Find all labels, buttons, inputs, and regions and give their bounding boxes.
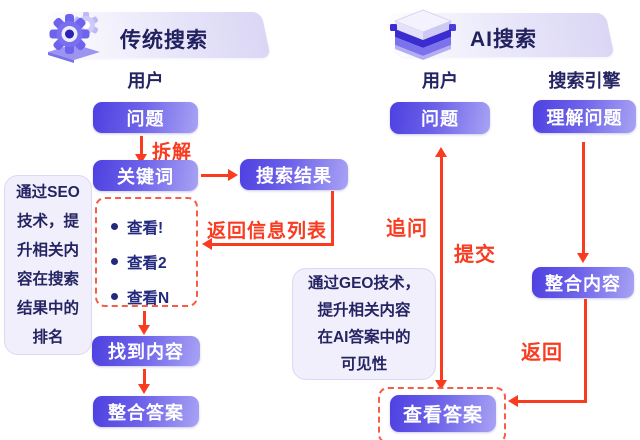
list-item: 查看! — [109, 209, 196, 244]
node-find-content: 找到内容 — [92, 336, 200, 366]
traditional-actor-label: 用户 — [127, 71, 164, 91]
arrowhead-keywords-to-results — [228, 169, 238, 181]
node-understand-question: 理解问题 — [533, 100, 636, 133]
arrow-submit-followup — [440, 156, 443, 382]
arrowhead-return-list — [202, 238, 212, 250]
bullet-dot — [111, 258, 118, 265]
list-item-label: 查看N — [127, 289, 170, 307]
server-stack-icon — [390, 9, 456, 60]
list-item: 查看N — [109, 279, 196, 314]
arrow-list-to-find — [143, 311, 146, 325]
seo-note: 通过SEO 技术，提 升相关内 容在搜索 结果中的 排名 — [4, 175, 92, 355]
arrowhead-list-to-find — [138, 325, 150, 335]
geo-note: 通过GEO技术， 提升相关内容 在AI答案中的 可见性 — [292, 268, 436, 380]
node-integrate-content: 整合内容 — [532, 267, 634, 298]
list-item: 查看2 — [109, 244, 196, 279]
traditional-header-title: 传统搜索 — [120, 29, 208, 52]
bullet-dot — [111, 293, 118, 300]
bullet-dot — [111, 223, 118, 230]
return-label: 返回 — [521, 342, 563, 364]
gears-icon — [48, 12, 100, 63]
submit-label: 提交 — [454, 244, 496, 266]
ai-header-title: AI搜索 — [470, 28, 537, 51]
ai-engine-label: 搜索引擎 — [548, 71, 621, 91]
arrow-decompose — [140, 136, 143, 154]
ai-user-label: 用户 — [422, 71, 458, 91]
node-view-answer: 查看答案 — [390, 395, 496, 432]
arrowhead-return — [508, 395, 518, 407]
node-integrate-answer: 整合答案 — [93, 396, 199, 427]
node-keywords: 关键词 — [93, 160, 198, 191]
arrowhead-submit-down — [435, 380, 447, 390]
arrow-return-list-horizontal — [206, 243, 334, 246]
arrowhead-followup-up — [435, 147, 447, 157]
arrow-return-vertical — [584, 299, 587, 402]
followup-label: 追问 — [386, 218, 428, 240]
result-list-box: 查看! 查看2 查看N — [95, 197, 198, 307]
arrow-return-list-vertical — [331, 191, 334, 246]
arrowhead-decompose — [135, 154, 147, 164]
node-question-ai: 问题 — [390, 102, 490, 134]
return-list-label: 返回信息列表 — [207, 221, 328, 242]
arrow-find-to-integrate — [143, 369, 146, 384]
arrowhead-find-to-integrate — [138, 384, 150, 394]
arrow-keywords-to-results — [201, 174, 229, 177]
arrow-understand-to-integrate — [582, 142, 585, 253]
node-question-traditional: 问题 — [93, 102, 198, 133]
list-item-label: 查看2 — [127, 254, 167, 272]
node-search-results: 搜索结果 — [240, 159, 348, 190]
arrowhead-understand-to-integrate — [577, 253, 589, 263]
decompose-label: 拆解 — [152, 142, 193, 163]
list-item-label: 查看! — [127, 219, 164, 237]
arrow-return-horizontal — [514, 400, 587, 403]
